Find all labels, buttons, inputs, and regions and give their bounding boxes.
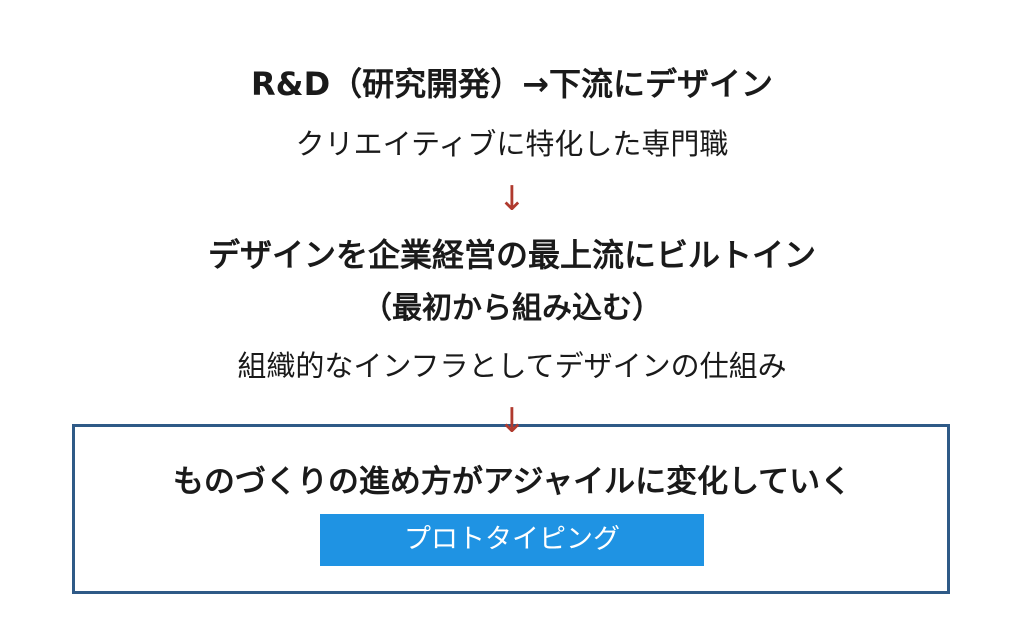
agile-heading: ものづくりの進め方がアジャイルに変化していく bbox=[172, 464, 852, 500]
down-arrow-icon: ↓ bbox=[497, 179, 527, 219]
highlight-frame bbox=[72, 424, 950, 594]
rd-subtitle: クリエイティブに特化した専門職 bbox=[295, 127, 729, 161]
rd-heading: R&D（研究開発）→下流にデザイン bbox=[251, 65, 773, 103]
prototyping-badge: プロトタイピング bbox=[320, 514, 704, 566]
design-heading: デザインを企業経営の最上流にビルトイン bbox=[207, 236, 816, 274]
down-arrow-icon-2: ↓ bbox=[497, 401, 527, 441]
design-note: （最初から組み込む） bbox=[362, 291, 662, 326]
design-subtitle: 組織的なインフラとしてデザインの仕組み bbox=[237, 349, 787, 383]
